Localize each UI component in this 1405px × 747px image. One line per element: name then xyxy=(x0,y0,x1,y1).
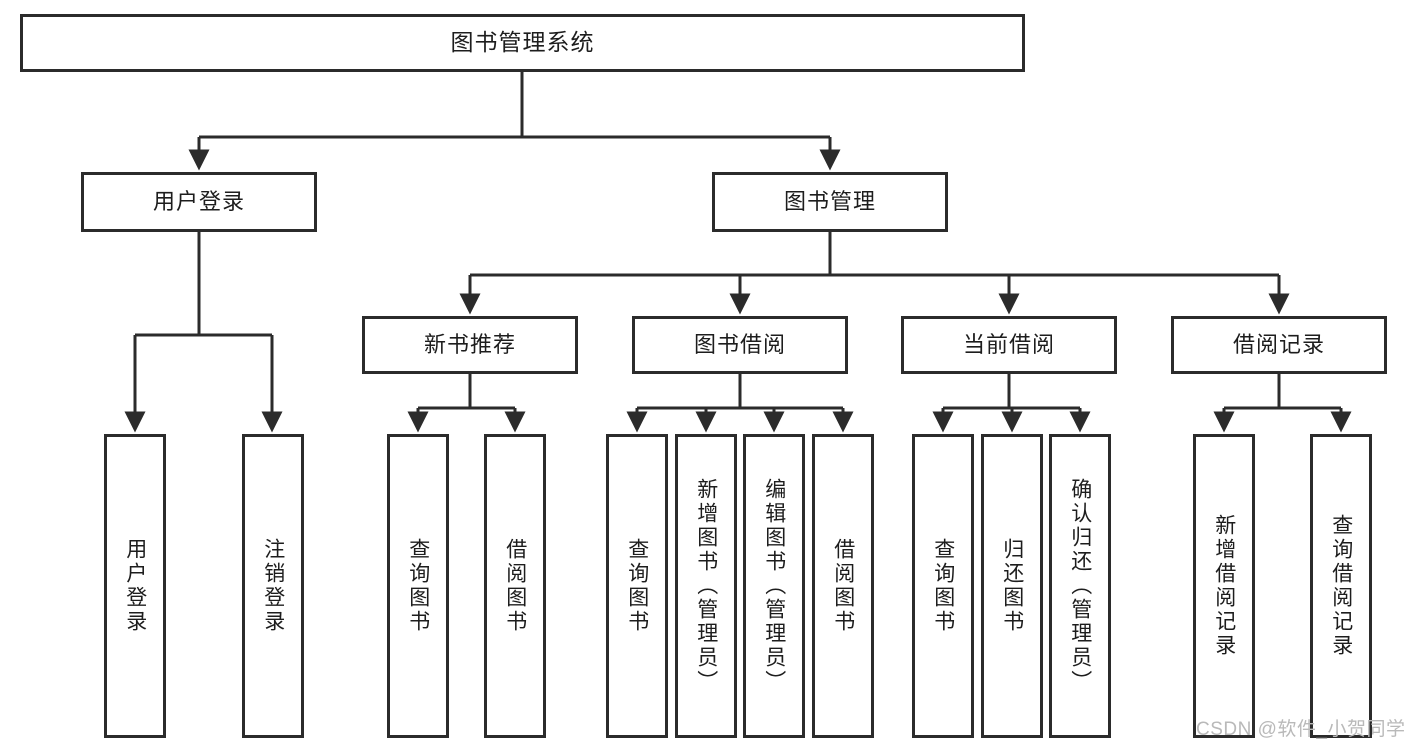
node-borrow-record[interactable]: 借阅记录 xyxy=(1171,316,1387,374)
node-book-borrow[interactable]: 图书借阅 xyxy=(632,316,848,374)
node-current-borrow[interactable]: 当前借阅 xyxy=(901,316,1117,374)
leaf-node[interactable]: 用户登录 xyxy=(104,434,166,738)
node-label: 借阅图书 xyxy=(831,538,855,634)
leaf-node[interactable]: 确认归还（管理员） xyxy=(1049,434,1111,738)
node-label: 查询借阅记录 xyxy=(1329,514,1353,658)
leaf-node[interactable]: 编辑图书（管理员） xyxy=(743,434,805,738)
node-label: 新书推荐 xyxy=(423,331,516,357)
node-label: 当前借阅 xyxy=(962,331,1055,357)
leaf-node[interactable]: 新增借阅记录 xyxy=(1193,434,1255,738)
leaf-node[interactable]: 查询借阅记录 xyxy=(1310,434,1372,738)
leaf-node[interactable]: 归还图书 xyxy=(981,434,1043,738)
node-book-management[interactable]: 图书管理 xyxy=(712,172,948,232)
node-label: 归还图书 xyxy=(1000,538,1024,634)
node-label: 查询图书 xyxy=(931,538,955,634)
node-label: 图书管理 xyxy=(783,188,876,214)
node-label: 图书管理系统 xyxy=(450,29,595,56)
node-label: 查询图书 xyxy=(406,538,430,634)
node-label: 借阅记录 xyxy=(1232,331,1325,357)
node-label: 查询图书 xyxy=(625,538,649,634)
node-label: 注销登录 xyxy=(261,538,285,634)
leaf-node[interactable]: 查询图书 xyxy=(912,434,974,738)
node-label: 编辑图书（管理员） xyxy=(762,478,786,694)
leaf-node[interactable]: 新增图书（管理员） xyxy=(675,434,737,738)
node-label: 确认归还（管理员） xyxy=(1068,478,1092,694)
node-label: 用户登录 xyxy=(152,188,245,214)
leaf-node[interactable]: 查询图书 xyxy=(387,434,449,738)
node-label: 用户登录 xyxy=(123,538,147,634)
csdn-watermark: CSDN @软件_小贺同学 xyxy=(1196,719,1405,740)
node-label: 图书借阅 xyxy=(693,331,786,357)
leaf-node[interactable]: 查询图书 xyxy=(606,434,668,738)
node-label: 新增图书（管理员） xyxy=(694,478,718,694)
node-new-book-recommendation[interactable]: 新书推荐 xyxy=(362,316,578,374)
node-label: 新增借阅记录 xyxy=(1212,514,1236,658)
node-root-system[interactable]: 图书管理系统 xyxy=(20,14,1025,72)
node-label: 借阅图书 xyxy=(503,538,527,634)
leaf-node[interactable]: 借阅图书 xyxy=(484,434,546,738)
leaf-node[interactable]: 注销登录 xyxy=(242,434,304,738)
node-user-login[interactable]: 用户登录 xyxy=(81,172,317,232)
leaf-node[interactable]: 借阅图书 xyxy=(812,434,874,738)
